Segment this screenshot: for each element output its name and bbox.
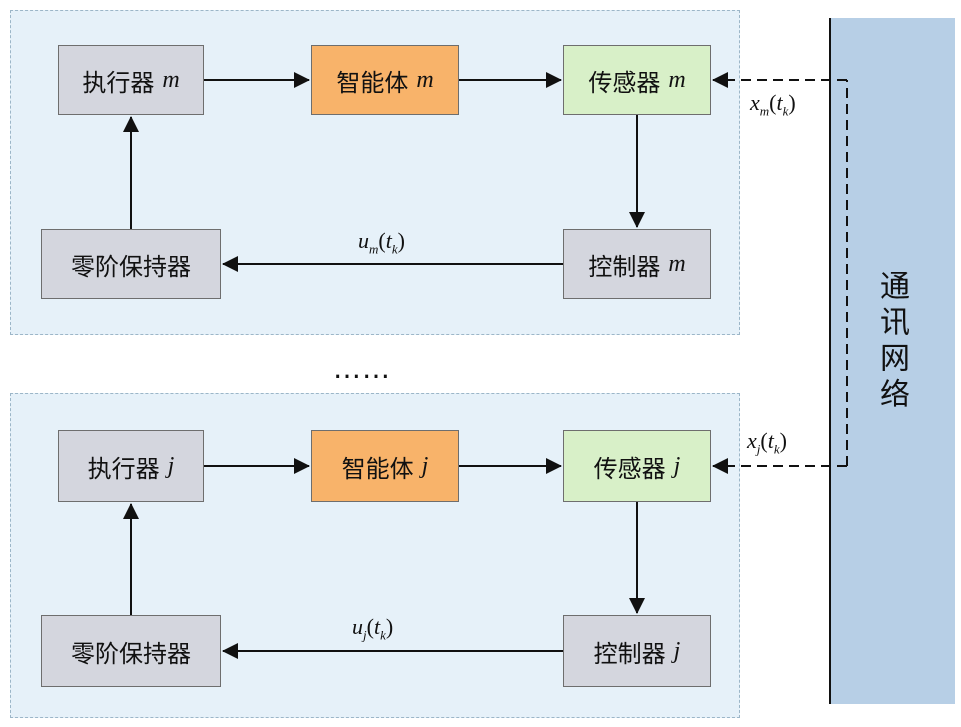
controller-j-index: j [673, 637, 681, 664]
controller-m-index: m [668, 250, 686, 277]
x-signal-m-arg: t [776, 90, 783, 115]
u-signal-j-argsub: k [380, 627, 386, 643]
ellipsis: …… [333, 352, 391, 385]
agent-j-label: 智能体 [341, 454, 414, 483]
u-signal-m: um(tk) [358, 228, 405, 257]
x-signal-m-argsub: k [782, 103, 789, 119]
controller-m-box: 控制器 m [563, 229, 711, 299]
sensor-m-index: m [668, 66, 686, 93]
u-signal-j-sub: j [363, 627, 367, 643]
zoh-m-label: 零阶保持器 [71, 252, 191, 281]
actuator-j-index: j [167, 452, 175, 479]
x-signal-j-var: x [747, 428, 757, 453]
u-signal-j-var: u [352, 614, 363, 639]
x-signal-j-argsub: k [773, 441, 780, 457]
sensor-j-box: 传感器 j [563, 430, 711, 502]
actuator-j-label: 执行器 [87, 454, 160, 483]
x-signal-m: xm(tk) [750, 90, 796, 119]
agent-m-index: m [416, 66, 434, 93]
x-signal-j-sub: j [756, 441, 761, 457]
agent-j-index: j [421, 452, 429, 479]
x-signal-m-sub: m [759, 103, 770, 119]
x-signal-j: xj(tk) [747, 428, 787, 457]
zoh-m-box: 零阶保持器 [41, 229, 221, 299]
controller-m-label: 控制器 [588, 252, 661, 281]
communication-network-label: 通讯网络 [874, 270, 909, 414]
u-signal-j-arg: t [373, 614, 381, 639]
u-signal-j: uj(tk) [352, 614, 394, 643]
u-signal-m-arg: t [385, 228, 392, 253]
sensor-j-index: j [673, 452, 681, 479]
zoh-j-box: 零阶保持器 [41, 615, 221, 687]
controller-j-box: 控制器 j [563, 615, 711, 687]
actuator-j-box: 执行器 j [58, 430, 204, 502]
x-signal-m-var: x [750, 90, 760, 115]
agent-j-box: 智能体 j [311, 430, 459, 502]
agent-m-box: 智能体 m [311, 45, 459, 115]
communication-network-bar [829, 18, 955, 704]
actuator-m-box: 执行器 m [58, 45, 204, 115]
actuator-m-index: m [162, 66, 180, 93]
u-signal-m-sub: m [369, 241, 379, 257]
sensor-m-label: 传感器 [588, 68, 661, 97]
zoh-j-label: 零阶保持器 [71, 639, 191, 668]
x-signal-j-arg: t [767, 428, 774, 453]
sensor-m-box: 传感器 m [563, 45, 711, 115]
actuator-m-label: 执行器 [82, 68, 155, 97]
u-signal-m-argsub: k [391, 241, 398, 257]
agent-m-label: 智能体 [336, 68, 409, 97]
u-signal-m-var: u [358, 228, 369, 253]
controller-j-label: 控制器 [593, 639, 666, 668]
sensor-j-label: 传感器 [593, 454, 666, 483]
